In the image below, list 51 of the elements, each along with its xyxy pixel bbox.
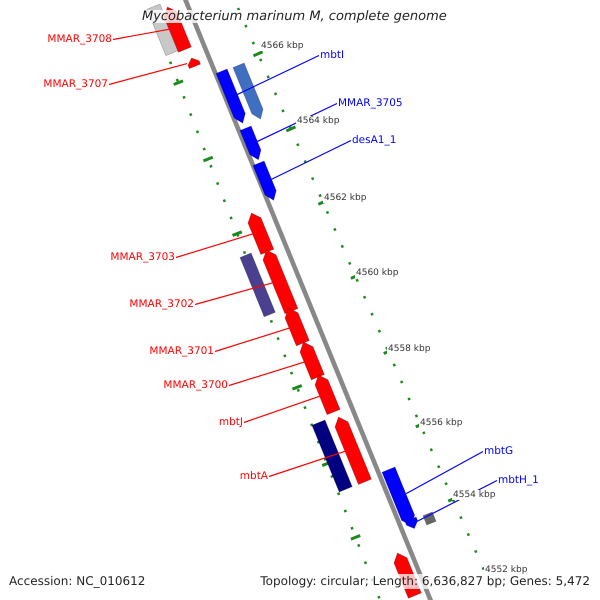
gene-feature bbox=[285, 308, 310, 346]
genome-summary-text: Topology: circular; Length: 6,636,827 bp; Genes: 5,472 bbox=[258, 574, 592, 589]
gene-label: mbtI bbox=[320, 49, 344, 62]
gene-feature bbox=[216, 68, 246, 123]
scale-label: 4558 kbp bbox=[387, 344, 432, 354]
gene-label: MMAR_3708 bbox=[47, 33, 112, 46]
gene-feature bbox=[252, 161, 276, 200]
leader-line bbox=[176, 234, 252, 258]
gene-label: mbtJ bbox=[218, 416, 243, 429]
gene-label: MMAR_3705 bbox=[338, 97, 403, 110]
accession-text: Accession: NC_010612 bbox=[7, 574, 148, 589]
scale-label: 4560 kbp bbox=[355, 268, 400, 278]
scale-label: 4566 kbp bbox=[260, 41, 304, 51]
gene-feature bbox=[248, 212, 274, 254]
gene-feature bbox=[240, 126, 261, 160]
gene-label: MMAR_3700 bbox=[163, 379, 228, 392]
gene-feature bbox=[404, 517, 418, 529]
scale-label: 4556 kbp bbox=[419, 418, 464, 428]
gene-feature bbox=[233, 62, 264, 119]
scale-label: 4562 kbp bbox=[323, 193, 368, 203]
leader-line bbox=[228, 362, 304, 386]
gene-label: MMAR_3707 bbox=[43, 78, 108, 91]
leader-line bbox=[244, 396, 320, 424]
leader-line bbox=[406, 450, 484, 494]
gene-feature bbox=[300, 342, 325, 380]
gene-label: desA1_1 bbox=[352, 134, 396, 147]
gene-label: mbtH_1 bbox=[498, 474, 539, 487]
scale-label: 4564 kbp bbox=[296, 116, 340, 126]
gene-feature bbox=[382, 466, 415, 525]
leader-line bbox=[268, 450, 346, 478]
leader-line bbox=[271, 140, 352, 180]
gene-label: mbtG bbox=[484, 445, 514, 458]
leader-line bbox=[112, 28, 170, 40]
gene-label: MMAR_3702 bbox=[129, 298, 194, 311]
scale-label: 4552 kbp bbox=[484, 565, 528, 575]
leader-line bbox=[108, 62, 188, 86]
gene-label: MMAR_3703 bbox=[110, 251, 175, 264]
leader-line bbox=[237, 54, 320, 95]
gene-label: MMAR_3701 bbox=[149, 345, 214, 358]
scale-label: 4554 kbp bbox=[452, 490, 496, 500]
leader-line bbox=[194, 282, 272, 306]
gene-feature bbox=[314, 375, 340, 416]
diagram-title: Mycobacterium marinum M, complete genome bbox=[140, 10, 449, 23]
gene-feature bbox=[263, 250, 298, 314]
gene-label: mbtA bbox=[240, 470, 268, 483]
gene-feature bbox=[188, 58, 200, 68]
gene-feature bbox=[335, 416, 372, 484]
gene-block bbox=[423, 512, 436, 526]
leader-line bbox=[214, 328, 290, 352]
gene-block bbox=[312, 420, 352, 492]
gene-block bbox=[240, 253, 276, 317]
